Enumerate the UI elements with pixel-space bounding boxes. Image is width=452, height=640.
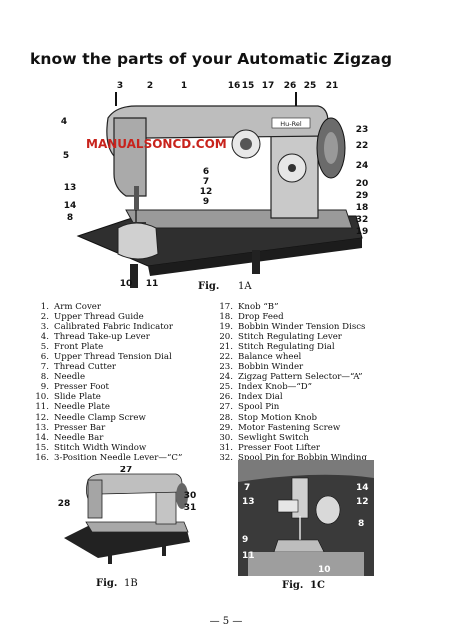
parts-list-left: 1.Arm Cover 2.Upper Thread Guide 3.Calib… <box>32 302 182 463</box>
callout-13: 13 <box>242 497 255 507</box>
callout-27: 27 <box>120 466 133 475</box>
figure-1a-caption: Fig. <box>198 281 219 292</box>
callouts-top: 3 2 1 16 15 17 26 25 21 <box>117 81 338 91</box>
list-item: 29.Motor Fastening Screw <box>219 422 341 433</box>
callout-3: 3 <box>117 81 123 91</box>
callout-16: 16 <box>228 81 241 91</box>
callout-12: 12 <box>356 497 369 507</box>
callout-11: 11 <box>242 551 255 561</box>
brand-plate: Hu-Rel <box>280 120 302 128</box>
list-item: 10.Slide Plate <box>35 392 101 403</box>
list-item: 6.Upper Thread Tension Dial <box>40 352 172 363</box>
callout-10: 10 <box>318 565 331 575</box>
list-item: 14.Needle Bar <box>35 432 104 443</box>
list-item: 20.Stitch Regulating Lever <box>219 332 342 343</box>
callout-1: 1 <box>181 81 187 91</box>
figure-1b-label: Fig. <box>96 578 118 589</box>
list-item: 19.Bobbin Winder Tension Discs <box>219 322 366 333</box>
list-item: 4.Thread Take-up Lever <box>40 332 150 343</box>
list-item: 23.Bobbin Winder <box>219 362 304 373</box>
list-item: 7.Thread Cutter <box>40 362 117 373</box>
list-item: 30.Sewlight Switch <box>219 432 309 443</box>
figure-1c-callouts: 7 13 14 12 8 9 11 10 <box>242 483 369 575</box>
callout-8: 8 <box>358 519 364 529</box>
callout-5: 5 <box>63 151 69 161</box>
figure-1a-illustration: Hu-Rel MANUALSONCD.COM 3 2 1 16 15 17 26… <box>61 81 369 289</box>
list-item: 1.Arm Cover <box>40 302 101 312</box>
callout-15: 15 <box>242 81 255 91</box>
list-item: 27.Spool Pin <box>219 402 280 413</box>
figure-1b-callouts: 27 28 30 31 <box>58 466 196 513</box>
callout-24: 24 <box>356 161 369 171</box>
figure-1c-illustration: 7 13 14 12 8 9 11 10 <box>238 460 374 576</box>
callout-14: 14 <box>64 201 77 211</box>
callout-23: 23 <box>356 125 369 135</box>
list-item: 15.Stitch Width Window <box>35 442 147 453</box>
callout-13: 13 <box>64 183 77 193</box>
callout-21: 21 <box>326 81 339 91</box>
callout-12: 12 <box>200 187 213 197</box>
callout-28: 28 <box>58 499 70 509</box>
callout-20: 20 <box>356 179 369 189</box>
page-number: — 5 — <box>209 616 243 627</box>
figure-1c-label: Fig. <box>282 580 304 591</box>
figure-1b-illustration: 27 28 30 31 <box>58 466 196 564</box>
callouts-bottom: 10 11 <box>120 279 159 289</box>
callout-19: 19 <box>356 227 369 237</box>
list-item: 24.Zigzag Pattern Selector—“A” <box>219 372 363 383</box>
callout-10: 10 <box>120 279 133 289</box>
callout-31: 31 <box>184 503 197 513</box>
parts-list-right: 17.Knob “B” 18.Drop Feed 19.Bobbin Winde… <box>216 302 367 463</box>
callouts-left: 4 5 13 14 8 <box>61 117 76 223</box>
list-item: 13.Presser Bar <box>35 422 106 433</box>
list-item: 2.Upper Thread Guide <box>40 312 144 323</box>
watermark: MANUALSONCD.COM <box>86 137 227 151</box>
figure-1b-id: 1B <box>124 578 138 589</box>
callout-7: 7 <box>203 177 209 187</box>
callout-17: 17 <box>262 81 275 91</box>
callout-7: 7 <box>244 483 250 493</box>
callout-9: 9 <box>203 197 209 207</box>
list-item: 32.Spool Pin for Bobbin Winding <box>219 452 367 463</box>
page-title: know the parts of your Automatic Zigzag <box>30 50 393 68</box>
callout-30: 30 <box>184 491 197 501</box>
list-item: 9.Presser Foot <box>40 382 110 393</box>
callout-9: 9 <box>242 535 248 545</box>
list-item: 12.Needle Clamp Screw <box>35 412 146 423</box>
callout-11: 11 <box>146 279 159 289</box>
callout-2: 2 <box>147 81 153 91</box>
callout-8: 8 <box>67 213 73 223</box>
callout-26: 26 <box>284 81 297 91</box>
callout-22: 22 <box>356 141 369 151</box>
callout-14: 14 <box>356 483 369 493</box>
callout-32: 32 <box>356 215 369 225</box>
figure-1a-label: Fig. <box>198 281 220 292</box>
callout-29: 29 <box>356 191 369 201</box>
figure-1a-id: 1A <box>238 281 252 292</box>
list-item: 8.Needle <box>40 372 86 383</box>
callouts-mid: 6 7 12 9 <box>200 167 213 207</box>
list-item: 3.Calibrated Fabric Indicator <box>40 322 173 333</box>
callouts-right: 23 22 24 20 29 18 32 19 <box>356 125 369 237</box>
callout-4: 4 <box>61 117 67 127</box>
list-item: 31.Presser Foot Lifter <box>219 442 321 453</box>
callout-6: 6 <box>203 167 209 177</box>
list-item: 22.Balance wheel <box>219 352 302 363</box>
callout-25: 25 <box>304 81 317 91</box>
callout-18: 18 <box>356 203 369 213</box>
list-item: 5.Front Plate <box>40 342 104 353</box>
list-item: 28.Stop Motion Knob <box>219 412 317 423</box>
figure-1b-caption: Fig. <box>96 578 117 589</box>
list-item: 21.Stitch Regulating Dial <box>219 342 335 353</box>
list-item: 17.Knob “B” <box>219 302 279 312</box>
list-item: 16.3-Position Needle Lever—“C” <box>35 452 183 463</box>
list-item: 25.Index Knob—“D” <box>219 382 312 393</box>
list-item: 11.Needle Plate <box>35 402 110 413</box>
figure-1c-caption: Fig. <box>282 580 303 591</box>
list-item: 26.Index Dial <box>219 392 283 403</box>
list-item: 18.Drop Feed <box>219 312 284 323</box>
figure-1c-id: 1C <box>310 580 325 591</box>
